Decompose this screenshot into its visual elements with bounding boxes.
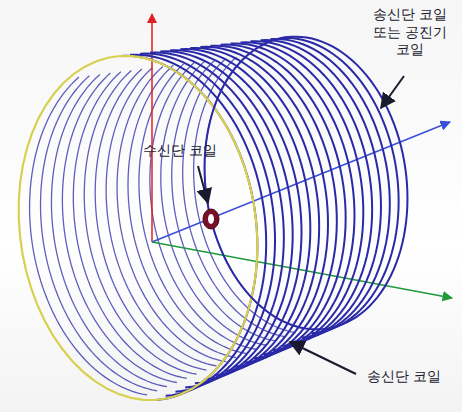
receiver-coil (203, 209, 219, 229)
callout-label: 송신단 코일 또는 공진기 코일 (364, 6, 456, 59)
leader-arrow (198, 166, 208, 203)
coil-turn (205, 37, 322, 330)
coil-turn (130, 55, 266, 396)
coil-turn (120, 56, 257, 400)
receiver-coil-body (203, 209, 219, 229)
transmitter-coil-ring (19, 56, 257, 400)
coil-turn (281, 38, 399, 334)
leader-arrow (381, 76, 404, 108)
coil-turn (160, 51, 293, 383)
leader-arrow (290, 342, 356, 374)
leader-lines (198, 76, 404, 374)
coil-turn (150, 52, 284, 387)
callout-label: 수신단 코일 (125, 142, 235, 160)
z-axis (151, 14, 153, 242)
coil-turn (291, 37, 408, 330)
receiver-coil-hole (208, 214, 214, 224)
coil-turn (140, 54, 275, 392)
callout-label: 송신단 코일 (349, 368, 459, 386)
coil-outer-turns (19, 37, 408, 400)
